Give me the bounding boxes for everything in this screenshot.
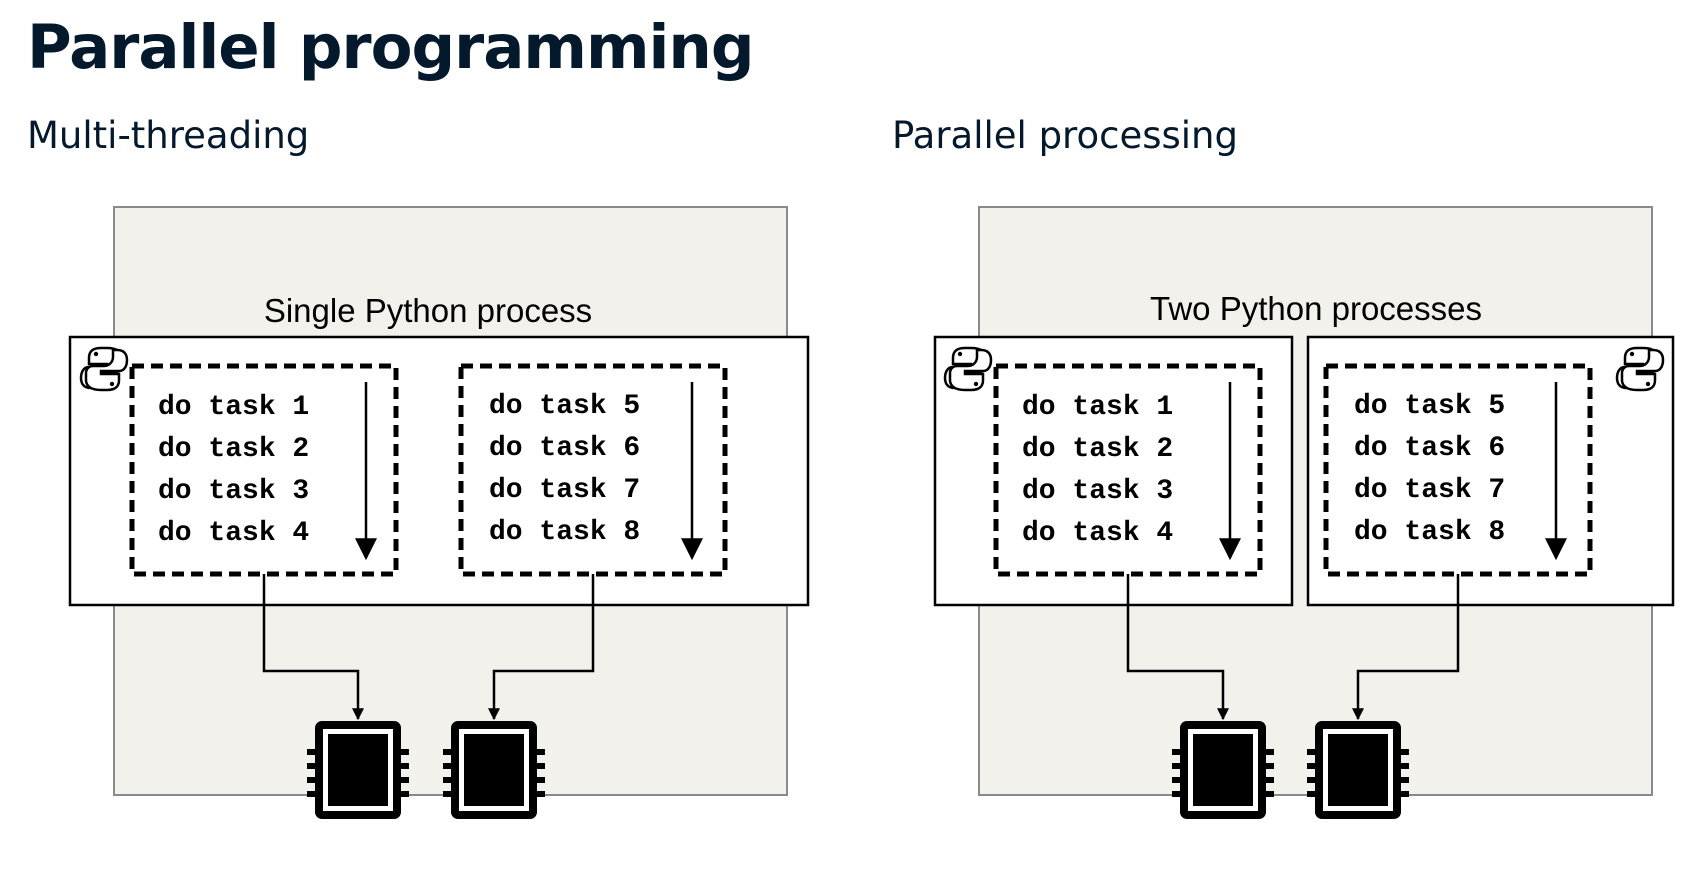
parallel-processing-heading: Parallel processing	[892, 114, 1238, 157]
python-process-box	[933, 335, 1294, 607]
task-line: do task 7	[489, 475, 640, 506]
task-group-2: do task 5 do task 6 do task 7 do task 8	[1323, 363, 1593, 577]
task-line: do task 3	[158, 476, 309, 507]
task-line: do task 2	[1022, 434, 1173, 465]
connector-arrow	[262, 574, 364, 721]
task-group-2: do task 5 do task 6 do task 7 do task 8	[458, 363, 728, 577]
process-label: Two Python processes	[1150, 290, 1482, 327]
cpu-chip-icon	[443, 721, 545, 819]
cpu-chip-icon	[1172, 721, 1274, 819]
task-group-1: do task 1 do task 2 do task 3 do task 4	[129, 363, 399, 577]
cpu-chip-icon	[307, 721, 409, 819]
task-line: do task 5	[1354, 391, 1505, 422]
panel-multithreading: Single Python process do task 1 do task …	[68, 206, 810, 819]
task-line: do task 1	[158, 392, 309, 423]
process-label: Single Python process	[264, 292, 592, 329]
task-line: do task 3	[1022, 476, 1173, 507]
connector-arrow	[1352, 574, 1460, 721]
task-line: do task 6	[489, 433, 640, 464]
connector-arrow	[488, 574, 595, 721]
task-line: do task 8	[489, 517, 640, 548]
task-line: do task 1	[1022, 392, 1173, 423]
connector-arrow	[1126, 574, 1229, 721]
task-line: do task 8	[1354, 517, 1505, 548]
python-process-box	[1306, 335, 1675, 607]
process-task-box	[993, 363, 1263, 577]
thread-box	[458, 363, 728, 577]
task-group-1: do task 1 do task 2 do task 3 do task 4	[993, 363, 1263, 577]
python-process-box	[68, 335, 810, 607]
panel-parallel-processing: Two Python processes do task 1 do task 2…	[933, 206, 1675, 819]
cpu-chip-icon	[1307, 721, 1409, 819]
task-line: do task 7	[1354, 475, 1505, 506]
task-line: do task 4	[158, 518, 309, 549]
multithreading-heading: Multi-threading	[27, 114, 310, 157]
process-task-box	[1323, 363, 1593, 577]
task-line: do task 4	[1022, 518, 1173, 549]
task-line: do task 2	[158, 434, 309, 465]
task-line: do task 6	[1354, 433, 1505, 464]
page-title: Parallel programming	[27, 12, 755, 83]
thread-box	[129, 363, 399, 577]
task-line: do task 5	[489, 391, 640, 422]
